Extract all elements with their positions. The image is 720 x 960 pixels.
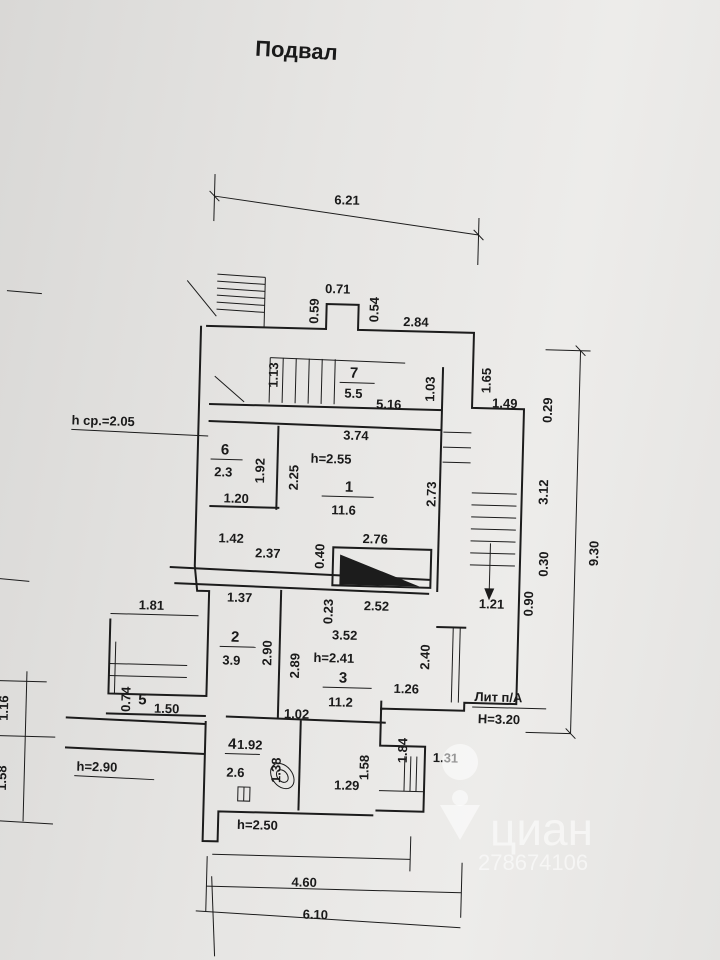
height-290: h=2.90 [76, 759, 117, 775]
room-3-area: 11.2 [328, 694, 353, 710]
room-7-number: 7 [350, 365, 359, 382]
room-4-number: 4 [228, 736, 237, 753]
dim-273: 2.73 [423, 481, 439, 507]
dim-138: 1.38 [268, 757, 284, 783]
height-250: h=2.50 [237, 817, 278, 833]
watermark-id: 278674106 [478, 850, 588, 875]
hatched-fixture [331, 546, 433, 589]
room-1-number: 1 [345, 479, 354, 496]
height-average: h ср.=2.05 [71, 412, 135, 429]
dim-142: 1.42 [218, 530, 244, 546]
dim-181: 1.81 [139, 597, 165, 613]
room-5-lines [108, 612, 199, 694]
dim-165: 1.65 [478, 368, 494, 394]
dim-059: 0.59 [306, 298, 322, 324]
room-6-area: 2.3 [214, 464, 232, 479]
dim-240: 2.40 [417, 644, 433, 670]
room-2-area: 3.9 [222, 652, 240, 667]
outer-walls [64, 303, 526, 843]
dim-276: 2.76 [362, 531, 388, 547]
dim-074: 0.74 [118, 686, 134, 712]
stairs-right [442, 431, 517, 703]
dim-137: 1.37 [227, 590, 253, 606]
dim-290: 2.90 [259, 640, 275, 666]
dim-113: 1.13 [265, 362, 281, 388]
dim-516: 5.16 [376, 396, 402, 412]
dimension-bottom [195, 836, 463, 929]
inner-walls [169, 367, 467, 811]
plan-title: Подвал [255, 36, 339, 65]
room-7-area: 5.5 [344, 386, 362, 401]
dim-149: 1.49 [492, 395, 518, 411]
dim-158: 1.58 [356, 755, 372, 781]
room-6-number: 6 [221, 441, 230, 458]
plan-drawing: 6.21 9.30 4.60 6.10 [0, 174, 602, 957]
dimension-right [525, 345, 591, 740]
dim-023: 0.23 [320, 599, 336, 625]
room-4-area: 2.6 [226, 765, 244, 780]
room-2-number: 2 [231, 629, 240, 646]
dim-289: 2.89 [287, 653, 303, 679]
dim-129: 1.29 [334, 777, 360, 793]
dim-121: 1.21 [479, 596, 505, 612]
dim-150: 1.50 [154, 701, 180, 717]
dim-top-total: 6.21 [334, 192, 360, 208]
dim-126: 1.26 [393, 681, 419, 697]
cian-logo-icon [440, 744, 480, 840]
dim-103: 1.03 [422, 376, 438, 402]
dim-237: 2.37 [255, 545, 281, 561]
room-1-height: h=2.55 [310, 451, 351, 467]
dim-030: 0.30 [536, 551, 552, 577]
dim-071: 0.71 [325, 281, 351, 297]
watermark-brand: циан [490, 803, 593, 855]
dim-312: 3.12 [536, 479, 552, 505]
liter-height: H=3.20 [478, 711, 521, 727]
dim-192b: 1.92 [237, 737, 263, 753]
room-5-number: 5 [138, 691, 147, 708]
stairs-bottom-right [378, 756, 424, 793]
dim-120: 1.20 [223, 490, 249, 506]
dim-right-total: 9.30 [586, 541, 602, 567]
dim-040: 0.40 [312, 543, 328, 569]
dim-bottom-total: 6.10 [303, 907, 329, 923]
dim-284: 2.84 [403, 314, 429, 330]
room-3-height: h=2.41 [313, 650, 354, 666]
dim-252: 2.52 [364, 598, 390, 614]
stairs-room-7 [214, 357, 406, 405]
dim-029: 0.29 [540, 397, 556, 423]
stairs-top-left [186, 273, 266, 328]
dim-bottom-inner: 4.60 [291, 874, 317, 890]
dim-184: 1.84 [395, 737, 411, 763]
toilet-fixture [237, 762, 295, 802]
room-1-area: 11.6 [331, 502, 356, 518]
left-markers [0, 290, 216, 957]
dim-116: 1.16 [0, 695, 11, 721]
room-3-number: 3 [339, 669, 348, 686]
dim-102: 1.02 [284, 706, 310, 722]
dim-090: 0.90 [521, 591, 537, 617]
dim-192: 1.92 [252, 458, 268, 484]
dim-158-left: 1.58 [0, 765, 9, 791]
liter-label: Лит п/А [474, 689, 523, 705]
watermark: циан 278674106 [440, 744, 593, 875]
dim-225: 2.25 [286, 465, 302, 491]
dim-352: 3.52 [332, 627, 358, 643]
dimension-top [209, 174, 484, 265]
dim-374: 3.74 [343, 428, 369, 444]
dim-054: 0.54 [366, 296, 382, 322]
